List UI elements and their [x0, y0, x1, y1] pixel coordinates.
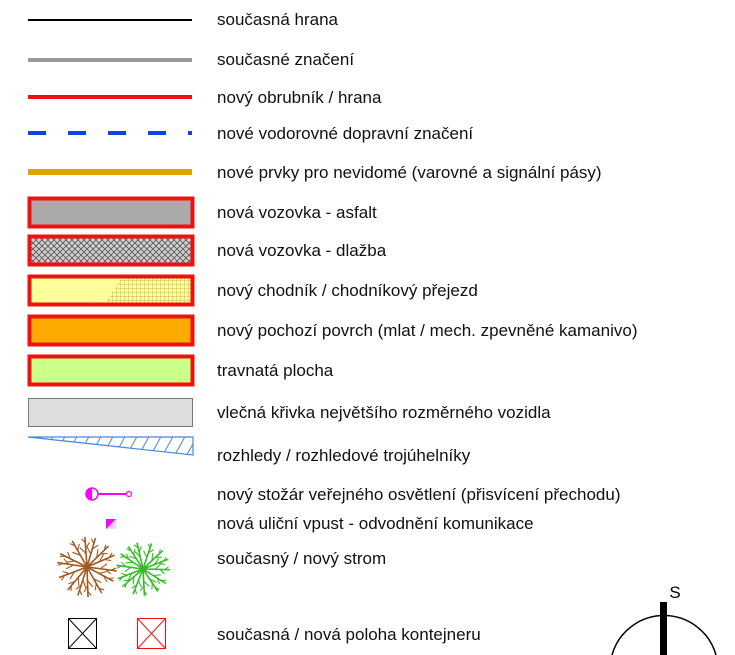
legend-label-swept-path: vlečná křivka největšího rozměrného vozi… [217, 403, 551, 422]
legend-label-existing-edge: současná hrana [217, 10, 338, 29]
legend-label-containers: současná / nová poloha kontejneru [217, 625, 481, 644]
sight-triangle-symbol [27, 436, 194, 456]
legend-label-sidewalk: nový chodník / chodníkový přejezd [217, 281, 478, 300]
asphalt-box-symbol [27, 196, 195, 229]
street-light-icon [85, 487, 133, 501]
north-arrow-label: S [669, 583, 680, 602]
legend-label-asphalt: nová vozovka - asfalt [217, 203, 377, 222]
walkway-box-symbol [27, 314, 195, 347]
new-container-icon [137, 618, 166, 649]
legend-label-street-light: nový stožár veřejného osvětlení (přisvíc… [217, 485, 621, 504]
sidewalk-box-symbol [27, 274, 195, 307]
legend-label-tactile: nové prvky pro nevidomé (varovné a signá… [217, 163, 602, 182]
north-arrow-icon: S [611, 583, 717, 655]
legend-label-grass: travnatá plocha [217, 361, 334, 380]
gully-icon [106, 519, 116, 529]
legend-label-gully: nová uliční vpust - odvodnění komunikace [217, 514, 534, 533]
legend-label-walkway: nový pochozí povrch (mlat / mech. zpevně… [217, 321, 638, 340]
legend-label-paving: nová vozovka - dlažba [217, 241, 387, 260]
existing-container-icon [68, 618, 97, 649]
legend-label-existing-marking: současné značení [217, 50, 355, 69]
legend-label-new-curb: nový obrubník / hrana [217, 88, 382, 107]
grass-box-symbol [27, 354, 195, 387]
legend-label-trees: současný / nový strom [217, 549, 387, 568]
existing-tree-icon [57, 537, 117, 598]
paving-box-symbol [27, 234, 195, 267]
swept-path-box-symbol [28, 398, 193, 427]
legend-label-sight: rozhledy / rozhledové trojúhelníky [217, 446, 471, 465]
new-tree-icon [116, 542, 171, 597]
legend-label-new-marking: nové vodorovné dopravní značení [217, 124, 474, 143]
